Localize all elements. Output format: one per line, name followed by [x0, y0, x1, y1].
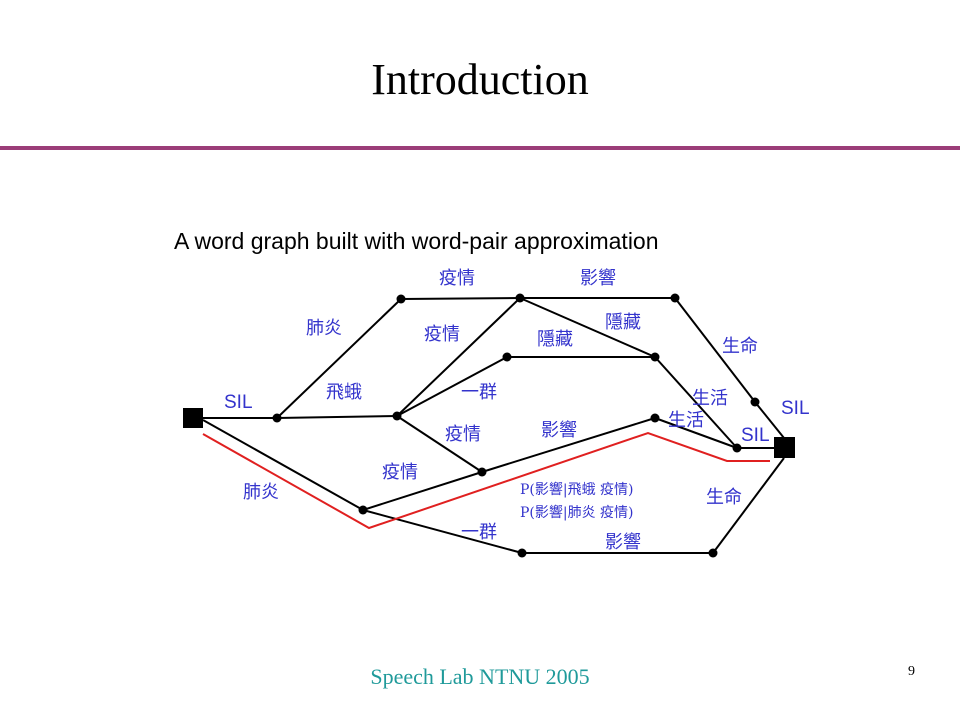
- edge-n2-n7: [362, 471, 483, 511]
- label-shengming-upper: 生命: [722, 336, 758, 357]
- label-upper-yingxiang: 影響: [580, 268, 616, 289]
- slide-title: Introduction: [371, 55, 589, 104]
- title-rule: [0, 146, 960, 150]
- label-shengming-lower: 生命: [706, 487, 742, 508]
- graph-nodes: [183, 293, 795, 558]
- label-yiqing-mid: 疫情: [424, 324, 460, 345]
- footer-text: Speech Lab NTNU 2005: [370, 664, 590, 689]
- label-sil-start: SIL: [224, 392, 253, 413]
- label-prob-feie: P(影響|飛蛾 疫情): [520, 481, 634, 498]
- label-sil-mid: SIL: [741, 425, 770, 446]
- diagram-caption: A word graph built with word-pair approx…: [174, 228, 659, 254]
- label-yiqun-lower: 一群: [461, 522, 497, 543]
- node-n9: [650, 352, 660, 362]
- node-n8: [670, 293, 680, 303]
- edge-n10-n13: [654, 417, 738, 449]
- label-prob-feiyan: P(影響|肺炎 疫情): [520, 504, 634, 521]
- node-n4: [392, 411, 402, 421]
- edge-n1-n3: [276, 298, 402, 419]
- edge-n9-n13: [654, 356, 738, 449]
- label-shenghuo-lower: 生活: [668, 410, 704, 431]
- node-n1: [272, 413, 282, 423]
- edge-n2-n11: [362, 509, 523, 554]
- edge-start-n2: [202, 419, 364, 511]
- end-node: [774, 437, 795, 458]
- label-feie: 飛蛾: [326, 382, 362, 403]
- page-number: 9: [908, 664, 915, 679]
- label-feiyan-upper: 肺炎: [306, 318, 342, 339]
- label-sil-end: SIL: [781, 398, 810, 419]
- label-feiyan-lower: 肺炎: [243, 482, 279, 503]
- node-n13: [732, 443, 742, 453]
- node-n12: [750, 397, 760, 407]
- label-yiqun-upper: 一群: [461, 382, 497, 403]
- edge-n12-end: [754, 401, 785, 439]
- node-n7: [477, 467, 487, 477]
- graph-labels: SIL SIL SIL 疫情 影響 肺炎 隱藏 疫情 隱藏 生命 飛蛾 一群 生…: [224, 268, 810, 553]
- label-yiqing-lower: 疫情: [445, 424, 481, 445]
- edge-n4-n7: [396, 415, 483, 473]
- start-node: [183, 408, 203, 428]
- edge-n14-end: [712, 457, 785, 554]
- label-yinzang-right: 隱藏: [605, 312, 641, 333]
- edge-n5-n9: [519, 297, 656, 358]
- label-yingxiang-bottom: 影響: [605, 532, 641, 553]
- label-yiqing-bottom: 疫情: [382, 462, 418, 483]
- graph-edges: [202, 297, 785, 554]
- node-n6: [502, 352, 512, 362]
- edge-n3-n5: [400, 297, 521, 300]
- edge-n7-n10: [481, 417, 656, 473]
- node-n11: [517, 548, 527, 558]
- label-upper-yiqing: 疫情: [439, 268, 475, 289]
- edge-n8-n12: [674, 297, 756, 403]
- node-n5: [515, 293, 525, 303]
- label-yinzang-mid: 隱藏: [537, 329, 573, 350]
- edge-n1-n4: [276, 415, 398, 419]
- node-n14: [708, 548, 718, 558]
- node-n10: [650, 413, 660, 423]
- edge-n4-n5: [396, 297, 521, 417]
- label-shenghuo-upper: 生活: [692, 388, 728, 409]
- node-n3: [396, 294, 406, 304]
- edge-n4-n6: [396, 356, 508, 417]
- label-yingxiang-mid: 影響: [541, 420, 577, 441]
- best-path: [202, 431, 770, 530]
- node-n2: [358, 505, 368, 515]
